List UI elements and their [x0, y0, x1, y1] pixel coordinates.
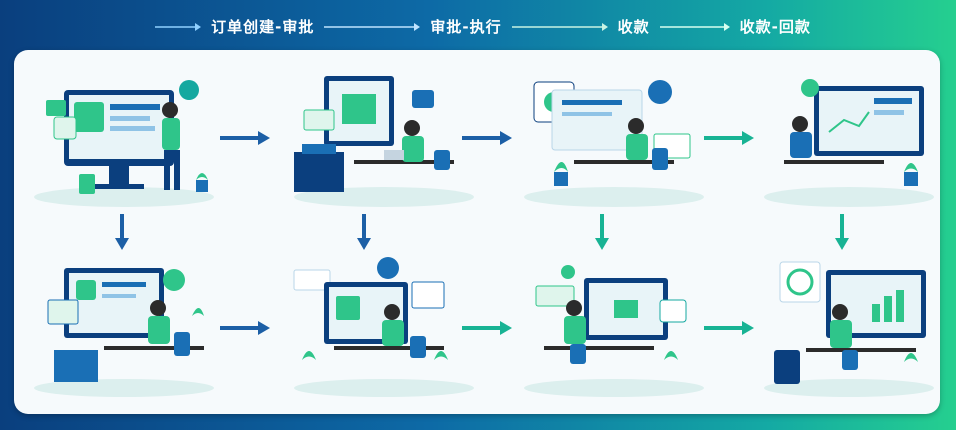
printer-icon	[294, 152, 344, 192]
collection-return-scene	[764, 261, 934, 397]
arrow-right-icon	[659, 17, 730, 36]
arrow-down-icon	[115, 214, 129, 250]
line-chart-icon	[828, 111, 870, 133]
arrow-right-icon	[220, 131, 270, 145]
illustration-panel	[14, 50, 940, 414]
process-header: 订单创建-审批 审批-执行 收款 收款-回款	[0, 0, 956, 52]
arrow-right-icon	[511, 17, 608, 36]
package-icon	[342, 94, 376, 124]
execution-scene	[524, 80, 704, 207]
execution-work-scene	[524, 265, 704, 397]
step-label-payment: 收款	[617, 17, 650, 36]
suitcase-icon	[774, 350, 800, 384]
line-chart-icon	[411, 281, 445, 309]
arrow-down-icon	[357, 214, 371, 250]
arrow-right-icon	[704, 131, 754, 145]
order-creation-scene	[34, 80, 214, 207]
cabinet-icon	[54, 350, 98, 382]
approval-scene	[294, 76, 474, 207]
check-icon	[53, 116, 77, 140]
target-icon	[786, 268, 814, 296]
gear-icon	[377, 257, 399, 279]
gear-icon	[561, 265, 575, 279]
arrow-down-icon	[835, 214, 849, 250]
signature-icon	[659, 299, 687, 323]
refresh-icon	[801, 79, 819, 97]
arrow-right-icon	[462, 321, 512, 335]
step-label-approval: 审批-执行	[430, 17, 502, 36]
arrow-right-icon	[704, 321, 754, 335]
arrow-right-icon	[462, 131, 512, 145]
approval-sign-scene	[293, 257, 474, 397]
payment-scene	[764, 79, 934, 207]
coin-icon	[179, 80, 199, 100]
arrow-right-icon	[220, 321, 270, 335]
chart-icon	[46, 100, 66, 116]
step-label-order-creation: 订单创建-审批	[211, 17, 315, 36]
arrow-right-icon	[324, 17, 421, 36]
arrow-right-icon	[155, 17, 202, 36]
arrow-down-icon	[595, 214, 609, 250]
step-label-payment-return: 收款-回款	[739, 17, 811, 36]
check-badge-icon	[648, 80, 672, 104]
document-icon	[79, 174, 95, 194]
order-review-scene	[34, 268, 214, 397]
check-icon	[163, 269, 185, 291]
